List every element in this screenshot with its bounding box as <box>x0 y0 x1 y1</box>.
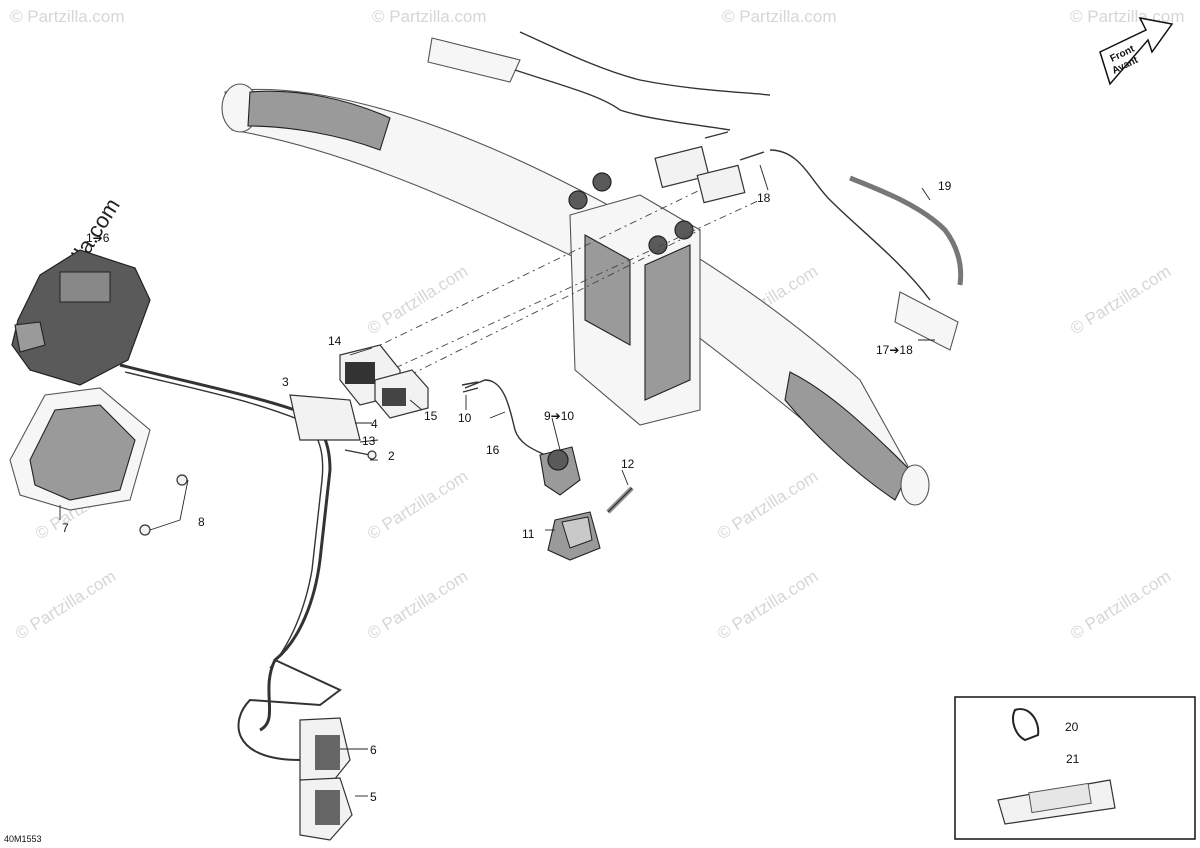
watermark: © Partzilla.com <box>1067 262 1174 339</box>
connector-housing <box>696 164 746 204</box>
watermark: © Partzilla.com <box>12 567 119 644</box>
callout-14: 14 <box>328 334 342 348</box>
callout-13: 13 <box>362 434 376 448</box>
connector-5 <box>299 777 353 841</box>
grip-heater-element-19 <box>849 175 964 286</box>
watermark: © Partzilla.com <box>364 567 471 644</box>
callout-7: 7 <box>62 521 69 535</box>
grip-heater-wire <box>519 31 771 96</box>
callout-9-10: 9➔10 <box>544 409 574 423</box>
harness-junction-3 <box>289 394 361 441</box>
watermark: © Partzilla.com <box>714 467 821 544</box>
clamp-bolt-icon <box>592 172 612 192</box>
switch-lever <box>14 321 46 353</box>
clamp-bolt-icon <box>674 220 694 240</box>
screw-icon <box>139 524 151 536</box>
callout-12: 12 <box>621 457 635 471</box>
callout-16: 16 <box>486 443 500 457</box>
right-grip-end <box>900 464 930 506</box>
grip-heater-sleeve-right <box>894 291 959 351</box>
callout-20: 20 <box>1065 720 1079 734</box>
callout-15: 15 <box>424 409 438 423</box>
grip-heater-lead-right <box>769 149 931 301</box>
callout-1-6: 1➔6 <box>86 231 110 245</box>
clamp-bolt-icon <box>568 190 588 210</box>
front-direction-arrow: Front Avant <box>1099 16 1174 86</box>
callout-3: 3 <box>282 375 289 389</box>
connector-18-group <box>654 131 765 204</box>
callout-4: 4 <box>371 417 378 431</box>
callout-labels: 1➔6 2 3 4 5 6 7 8 9➔10 10 11 12 13 14 15… <box>62 179 1080 804</box>
diagram-reference-code: 40M1553 <box>4 834 42 844</box>
leader-lines <box>59 164 1071 797</box>
screw-icon <box>176 474 188 486</box>
connector-pins <box>704 131 765 161</box>
arrow-icon <box>1099 16 1174 86</box>
grip-heater-sleeve-left <box>427 37 521 83</box>
handlebar <box>221 83 930 506</box>
callout-10: 10 <box>458 411 472 425</box>
callout-18: 18 <box>757 191 771 205</box>
pin-12 <box>606 486 634 514</box>
watermark: © Partzilla.com <box>722 7 837 26</box>
sensor-assembly <box>461 379 581 496</box>
clip-11 <box>547 511 601 561</box>
connector-15 <box>374 369 429 419</box>
callout-17-18: 17➔18 <box>876 343 913 357</box>
callout-2: 2 <box>388 449 395 463</box>
callout-8: 8 <box>198 515 205 529</box>
kit-box-frame <box>954 696 1196 840</box>
kit-box <box>954 696 1196 840</box>
riser-pocket-right <box>644 244 691 401</box>
cable-tie-20 <box>1012 708 1040 742</box>
connector-housing <box>654 145 710 189</box>
callout-6: 6 <box>370 743 377 757</box>
watermark: © Partzilla.com <box>714 567 821 644</box>
handlebar-riser <box>568 172 701 426</box>
switch-buttons <box>59 271 111 303</box>
assembly-guide-lines <box>369 189 761 376</box>
left-grip <box>247 90 391 151</box>
right-grip <box>784 371 911 501</box>
connector-6 <box>299 717 351 786</box>
sensor-plug-10 <box>461 381 479 393</box>
watermark: © Partzilla.com <box>364 467 471 544</box>
watermark: © Partzilla.com <box>10 7 125 26</box>
ground-ring-2 <box>367 450 377 460</box>
callout-21: 21 <box>1066 752 1080 766</box>
callout-11: 11 <box>522 527 535 541</box>
callout-5: 5 <box>370 790 377 804</box>
riser-pocket-left <box>584 234 631 346</box>
watermark: © Partzilla.com <box>372 7 487 26</box>
heated-grip-wiring <box>427 31 964 351</box>
switch-housing <box>11 249 151 386</box>
switch-body <box>11 249 151 386</box>
grip-heater-lead <box>514 69 731 131</box>
switch-cover-7 <box>9 387 188 536</box>
main-wiring-harness <box>119 363 377 761</box>
sensor-wire-16 <box>464 379 546 456</box>
callout-19: 19 <box>938 179 952 193</box>
watermark: © Partzilla.com <box>1067 567 1174 644</box>
